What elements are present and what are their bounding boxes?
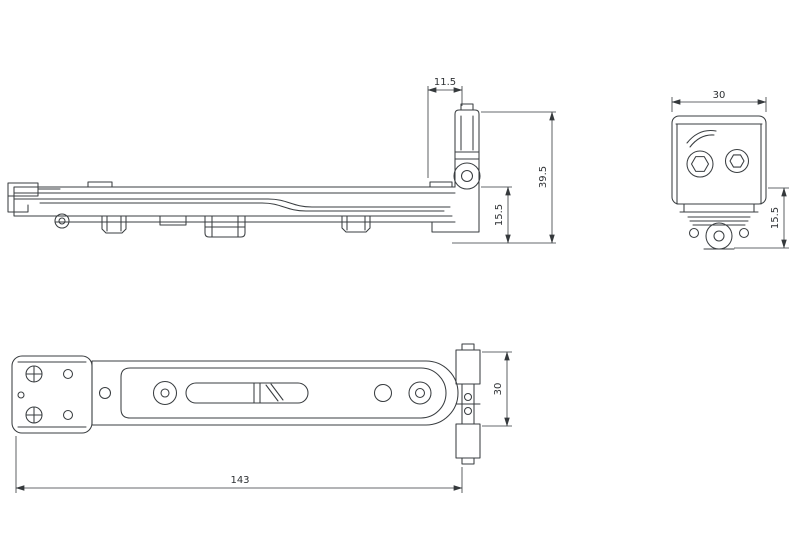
arm-slot xyxy=(185,382,309,404)
hex-socket-left xyxy=(690,156,710,172)
end-bracket-details xyxy=(675,123,763,250)
dim-label-roller-stack: 15.5 xyxy=(770,207,781,229)
arm-body-outline xyxy=(13,181,456,223)
arm-pivot-hole xyxy=(152,380,178,406)
roller-shaft-pin-top xyxy=(463,392,473,402)
dim-label-roller-span: 30 xyxy=(493,383,504,396)
dim-label-overall-length: 143 xyxy=(230,475,249,486)
arm-hole-left xyxy=(98,386,112,400)
bottom-fasteners xyxy=(101,215,371,238)
dim-label-bracket-offset: 11.5 xyxy=(434,77,456,88)
dim-label-body-height: 15.5 xyxy=(494,204,505,226)
roller-wheel-top xyxy=(455,349,481,385)
l-bracket xyxy=(431,103,480,233)
socket-screw-right xyxy=(724,148,750,174)
dim-extension-lines-side xyxy=(427,86,556,244)
plate-hole-bottom xyxy=(62,409,74,421)
socket-screw-left xyxy=(686,150,714,178)
end-side-roller-left xyxy=(688,227,700,239)
dim-extension-lines-plan xyxy=(15,351,512,493)
end-bracket-outline xyxy=(671,115,767,205)
end-view-dimensions: 30 15.5 xyxy=(671,90,789,249)
arm-plan-inner xyxy=(120,367,447,419)
hex-socket-right xyxy=(729,154,745,168)
roller-shaft-pin-bottom xyxy=(463,406,473,416)
bracket-roller xyxy=(453,162,481,190)
roller-shaft xyxy=(455,343,481,465)
arm-hole-right2 xyxy=(408,381,432,405)
arm-hole-right1 xyxy=(373,383,393,403)
end-bottom-roller-hub xyxy=(713,230,725,242)
roller-wheel-bottom xyxy=(455,423,481,459)
side-view-dimensions: 11.5 39.5 15.5 xyxy=(427,77,556,244)
left-end-bracket xyxy=(7,182,61,213)
mounting-plate-details xyxy=(17,361,87,428)
plan-view xyxy=(11,343,481,465)
plate-screw-bottom-cross xyxy=(25,406,43,424)
arm-slot-details xyxy=(253,382,284,404)
side-view xyxy=(7,103,481,238)
end-view xyxy=(671,115,767,250)
bracket-roller-hub xyxy=(460,169,474,183)
plate-hole-top xyxy=(62,368,74,380)
plate-hole-edge xyxy=(17,391,25,399)
left-roller-hub xyxy=(58,217,66,225)
arm-plan-outline xyxy=(91,360,459,426)
plan-view-dimensions: 143 30 xyxy=(15,351,512,493)
dim-label-end-width: 30 xyxy=(713,90,726,101)
arm-pivot-hub xyxy=(160,388,170,398)
dim-label-overall-height: 39.5 xyxy=(538,166,549,188)
plate-screw-top-cross xyxy=(25,365,43,383)
arm-hole-right2-hub xyxy=(414,387,426,399)
end-bottom-roller xyxy=(705,222,733,250)
left-roller xyxy=(54,213,70,229)
end-side-roller-right xyxy=(738,227,750,239)
